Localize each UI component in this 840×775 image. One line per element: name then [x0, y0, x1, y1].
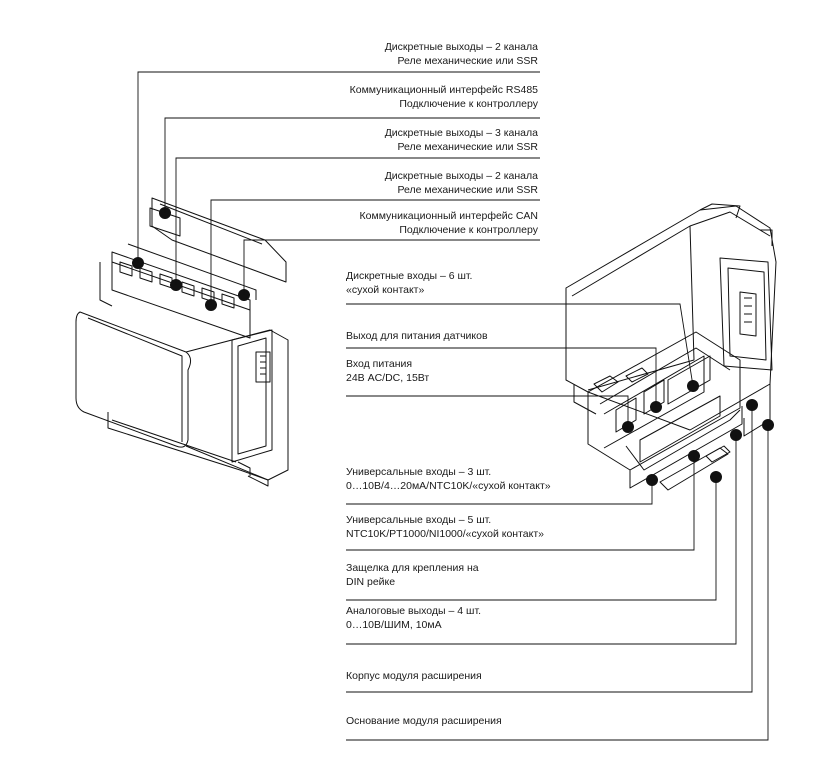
callout-can-interface: Коммуникационный интерфейс CAN Подключен…	[360, 209, 538, 237]
callout-line2: 0…10В/4…20мА/NTC10K/«сухой контакт»	[346, 480, 551, 492]
leader-lines	[137, 71, 769, 741]
callout-discrete-inputs: Дискретные входы – 6 шт. «сухой контакт»	[346, 269, 472, 297]
callout-line2: «сухой контакт»	[346, 284, 425, 296]
callout-discrete-outputs-2ch-b: Дискретные выходы – 2 канала Реле механи…	[385, 169, 538, 197]
callout-module-base: Основание модуля расширения	[346, 714, 502, 728]
callout-line1: Аналоговые выходы – 4 шт.	[346, 605, 482, 617]
callout-line2: Реле механические или SSR	[397, 141, 538, 153]
callout-line1: Дискретные входы – 6 шт.	[346, 270, 473, 282]
callout-line1: Дискретные выходы – 3 канала	[384, 127, 538, 139]
callout-line2: Подключение к контроллеру	[399, 98, 538, 110]
callout-module-housing: Корпус модуля расширения	[346, 669, 482, 683]
callout-universal-inputs-5: Универсальные входы – 5 шт. NTC10K/PT100…	[346, 513, 544, 541]
callout-din-latch: Защелка для крепления на DIN рейке	[346, 561, 479, 589]
callout-line1: Коммуникационный интерфейс RS485	[349, 84, 538, 96]
callout-line2: 0…10В/ШИМ, 10мА	[346, 619, 442, 631]
callout-line2: Реле механические или SSR	[397, 55, 538, 67]
callout-universal-inputs-3: Универсальные входы – 3 шт. 0…10В/4…20мА…	[346, 465, 551, 493]
callout-line2: DIN рейке	[346, 576, 396, 588]
callout-line1: Универсальные входы – 3 шт.	[346, 466, 492, 478]
callout-line2: Подключение к контроллеру	[399, 224, 538, 236]
callout-line1: Универсальные входы – 5 шт.	[346, 514, 492, 526]
callout-line1: Основание модуля расширения	[346, 715, 502, 727]
callout-line2: 24В AC/DC, 15Вт	[346, 372, 430, 384]
callout-line1: Коммуникационный интерфейс CAN	[359, 210, 538, 222]
callout-line1: Защелка для крепления на	[346, 562, 479, 574]
callout-line1: Дискретные выходы – 2 канала	[384, 170, 538, 182]
callout-line2: Реле механические или SSR	[397, 184, 538, 196]
callout-analog-outputs: Аналоговые выходы – 4 шт. 0…10В/ШИМ, 10м…	[346, 604, 481, 632]
callout-line1: Выход для питания датчиков	[346, 330, 488, 342]
callout-line1: Корпус модуля расширения	[346, 670, 482, 682]
callout-line1: Дискретные выходы – 2 канала	[384, 41, 538, 53]
callout-line2: NTC10K/PT1000/NI1000/«сухой контакт»	[346, 528, 544, 540]
callout-sensor-power-output: Выход для питания датчиков	[346, 329, 488, 343]
right-module	[565, 203, 777, 491]
callout-power-input: Вход питания 24В AC/DC, 15Вт	[346, 357, 429, 385]
callout-discrete-outputs-2ch-a: Дискретные выходы – 2 канала Реле механи…	[385, 40, 538, 68]
callout-rs485-interface: Коммуникационный интерфейс RS485 Подключ…	[350, 83, 538, 111]
left-module	[75, 197, 289, 487]
callout-discrete-outputs-3ch: Дискретные выходы – 3 канала Реле механи…	[385, 126, 538, 154]
callout-line1: Вход питания	[346, 358, 413, 370]
